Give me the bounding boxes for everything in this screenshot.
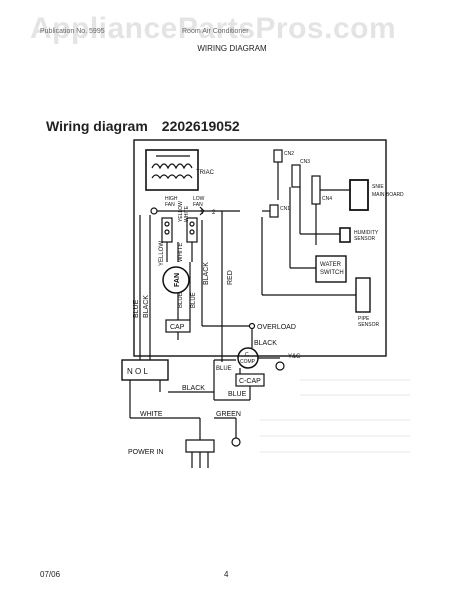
compressor-ground <box>275 361 285 371</box>
switch-marks: N O L <box>127 367 148 376</box>
low-fan-label-2: FAN <box>193 202 203 208</box>
page-header-title: WIRING DIAGRAM <box>197 44 267 53</box>
wire-number-1: 1 <box>200 210 204 216</box>
overload-label: OVERLOAD <box>257 324 296 331</box>
footer-page-number: 4 <box>224 570 229 579</box>
power-in-label: POWER IN <box>128 449 163 456</box>
main-board-label-1: SNIE <box>372 184 384 190</box>
blue-wire-label-bottom: BLUE <box>228 391 247 398</box>
white-wire-label: WHITE <box>178 243 184 262</box>
black-wire-label-left: BLACK <box>143 295 150 318</box>
black-wire-label-overload: BLACK <box>254 340 277 347</box>
pipe-sensor <box>355 277 371 313</box>
cn1-label: CN1 <box>280 206 290 212</box>
ground-terminal <box>231 437 241 447</box>
pipe-sensor-label-2: SENSOR <box>358 322 380 328</box>
controller-boundary <box>133 139 387 357</box>
faint-ruling-lines <box>260 379 410 453</box>
cn4-label: CN4 <box>322 196 332 202</box>
relay-terminal <box>150 207 158 215</box>
header-left-text: Publication No. 5995 <box>40 28 105 35</box>
main-board-label: MAIN BOARD <box>372 192 404 198</box>
white-wire-label-top: WHITE <box>184 205 190 222</box>
main-board-connectors: CN2 CN3 CN4 CN1 <box>262 149 332 218</box>
power-plug <box>185 439 215 453</box>
compressor-label-1: C <box>245 352 249 358</box>
diagram-title-label: Wiring diagram <box>46 118 148 134</box>
water-switch-label-1: WATER <box>320 262 342 268</box>
humidity-sensor <box>339 227 351 243</box>
footer-date: 07/06 <box>40 570 61 579</box>
overload-terminal <box>248 322 256 330</box>
fan-label: FAN <box>174 273 181 287</box>
cn3-label: CN3 <box>300 159 310 165</box>
rocker-switch <box>121 359 169 381</box>
cn2-label: CN2 <box>284 151 294 157</box>
main-board <box>349 179 369 211</box>
green-wire-label: GREEN <box>216 411 241 418</box>
compressor-label-2: COMP <box>240 359 256 365</box>
high-fan-label-2: FAN <box>165 202 175 208</box>
blue-wire-label-fan-2: BLUE <box>191 292 197 308</box>
diagram-title-number: 2202619052 <box>161 118 240 134</box>
humidity-label-2: SENSOR <box>354 236 376 242</box>
fan-motor <box>162 266 190 294</box>
humidity-label-1: HUMIDITY <box>354 230 379 236</box>
triac-module: TRIAC <box>145 149 215 191</box>
yg-label: Y&G <box>288 354 301 360</box>
pipe-sensor-label-1: PIPE <box>358 316 370 322</box>
water-switch-label-2: SWITCH <box>320 270 344 276</box>
water-switch <box>315 255 347 283</box>
diagram-title: Wiring diagram 2202619052 <box>46 118 240 134</box>
blue-wire-label-left: BLUE <box>133 299 140 318</box>
yellow-wire-label: YELLOW <box>159 241 165 266</box>
watermark: AppliancePartsPros.com <box>30 12 397 45</box>
compressor <box>237 347 259 369</box>
black-wire-label-bottom: BLACK <box>182 385 205 392</box>
header-right-text: Room Air Conditioner <box>182 28 249 35</box>
c-cap-label: C-CAP <box>239 378 261 385</box>
high-fan-label-1: HIGH <box>165 196 178 202</box>
low-fan-label-1: LOW <box>193 196 205 202</box>
red-wire-label: RED <box>227 270 234 285</box>
cap-label: CAP <box>170 324 185 331</box>
black-wire-label-center: BLACK <box>203 262 210 285</box>
blue-wire-label-fan: BLUE <box>178 292 184 308</box>
wire-number-2: 2 <box>212 210 216 216</box>
yellow-wire-label-top: YELLOW <box>178 201 184 222</box>
triac-label: TRIAC <box>196 170 215 176</box>
white-wire-label-bottom: WHITE <box>140 411 163 418</box>
blue-wire-label-comp: BLUE <box>216 366 232 372</box>
